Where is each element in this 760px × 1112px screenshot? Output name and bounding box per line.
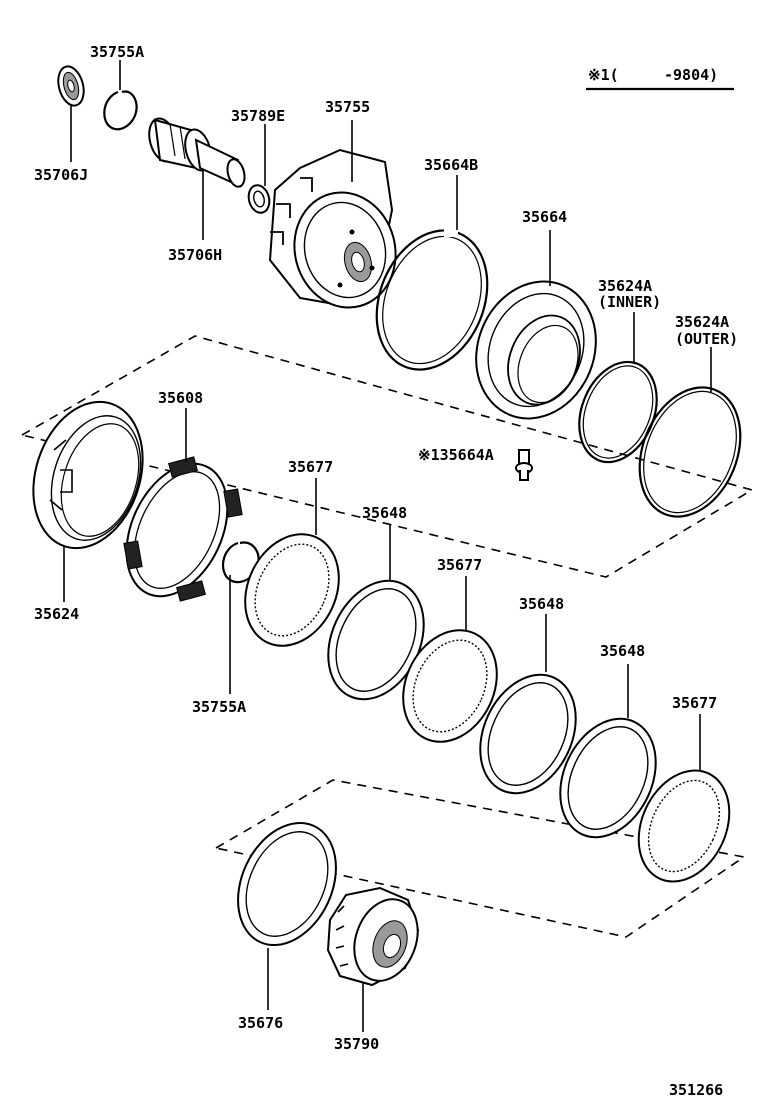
label-35648-c: 35648: [600, 642, 645, 660]
label-35706j: 35706J: [34, 166, 88, 184]
leader-lines: [63, 60, 712, 1032]
snap-ring-35664b: [375, 227, 489, 371]
intermediate-shaft-35706h: [148, 117, 246, 188]
label-35677-b: 35677: [437, 556, 482, 574]
label-35648-b: 35648: [519, 595, 564, 613]
clutch-disc-35648-a: [327, 579, 425, 701]
drawing-number: 351266: [669, 1081, 723, 1099]
clutch-plate-35677-b: [402, 629, 498, 743]
thrust-bearing-35706j: [57, 65, 85, 107]
clutch-disc-35648-c: [559, 717, 657, 839]
part-labels: 35755A 35706J 35706H 35789E 35755 35664B…: [34, 43, 738, 1053]
clutch-plate-35677-a: [244, 533, 340, 647]
label-35677-a: 35677: [288, 458, 333, 476]
label-35676: 35676: [238, 1014, 283, 1032]
one-way-clutch-35608: [123, 456, 243, 602]
label-35608: 35608: [158, 389, 203, 407]
label-35664b: 35664B: [424, 156, 478, 174]
label-35677-c: 35677: [672, 694, 717, 712]
clutch-flange-35676: [237, 821, 337, 947]
label-35624a-inner-sub: (INNER): [598, 293, 661, 311]
note-symbol: ※1(: [588, 66, 619, 84]
label-35624a-inner: 35624A: [598, 277, 652, 295]
label-35755a-top: 35755A: [90, 43, 144, 61]
bolt-135664a: [515, 449, 533, 481]
o-ring-35624a-outer: [638, 386, 742, 518]
piston-35664: [475, 280, 597, 420]
clutch-hub-35790: [326, 886, 420, 987]
upper-group-boundary: [19, 335, 755, 578]
label-35790: 35790: [334, 1035, 379, 1053]
lower-group-boundary: [213, 779, 747, 938]
label-35789e: 35789E: [231, 107, 285, 125]
clutch-drum-35755: [268, 148, 397, 309]
label-35648-a: 35648: [362, 504, 407, 522]
clutch-disc-35648-b: [479, 673, 577, 795]
label-135664a: ※135664A: [418, 446, 494, 464]
note-range: -9804): [664, 66, 718, 84]
snap-ring-35755a-top: [103, 90, 138, 131]
label-35624: 35624: [34, 605, 79, 623]
label-35664: 35664: [522, 208, 567, 226]
label-35755a-bottom: 35755A: [192, 698, 246, 716]
applicability-note: ※1( -9804): [586, 66, 734, 91]
label-35624a-outer-sub: (OUTER): [675, 330, 738, 348]
label-35624a-outer: 35624A: [675, 313, 729, 331]
label-35755: 35755: [325, 98, 370, 116]
clutch-plate-35677-c: [637, 769, 731, 883]
washer-35789e: [247, 184, 271, 214]
clutch-cylinder-35624: [32, 400, 144, 550]
label-35706h: 35706H: [168, 246, 222, 264]
